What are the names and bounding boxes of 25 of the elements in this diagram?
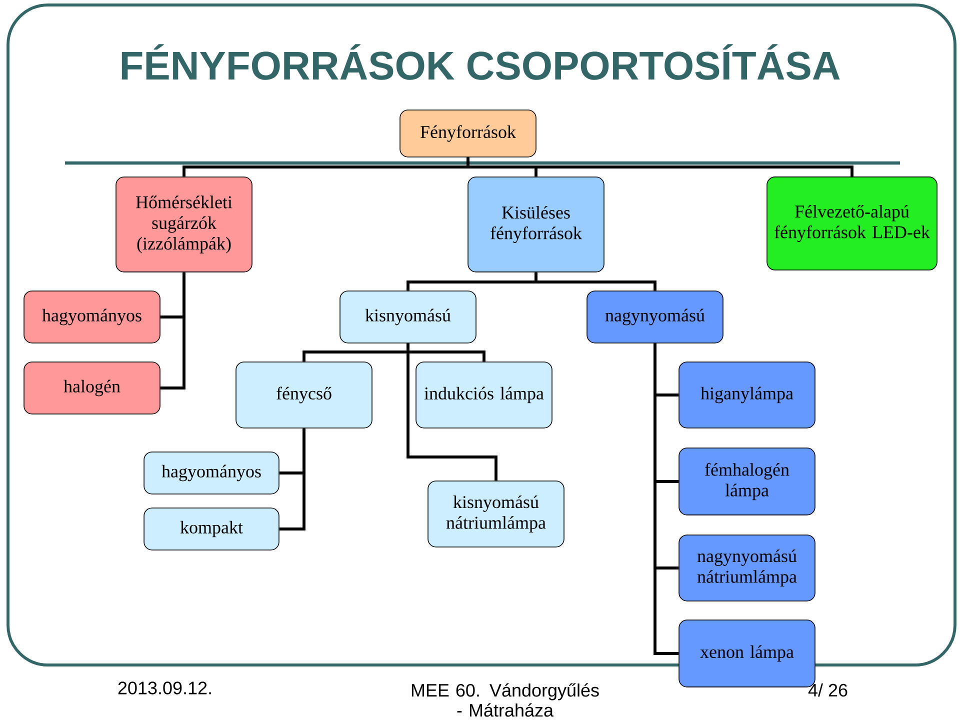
- category-box: higanylámpa: [678, 362, 816, 428]
- category-box: fémhalogén lámpa: [678, 448, 816, 516]
- category-box: fénycső: [236, 362, 372, 428]
- connector-line: [406, 343, 498, 481]
- connector-line: [160, 272, 186, 390]
- category-box: kisnyomású nátriumlámpa: [428, 480, 564, 548]
- category-box: Hőmérsékleti sugárzók (izzólámpák): [116, 176, 252, 272]
- category-box: nagynyomású nátriumlámpa: [678, 534, 816, 602]
- category-box: kisnyomású: [340, 290, 476, 344]
- slide-title: FÉNYFORRÁSOK CSOPORTOSÍTÁSA: [122, 44, 840, 80]
- connector-line: [279, 428, 306, 530]
- connector-line: [534, 272, 656, 291]
- category-box: Kisüléses fényforrások: [468, 176, 604, 272]
- connector-line: [466, 157, 854, 177]
- connector-line: [654, 343, 679, 655]
- category-box: halogén: [24, 362, 160, 414]
- category-box: hagyományos: [24, 290, 160, 344]
- category-box: hagyományos: [144, 452, 280, 494]
- category-box: Félvezető-alapú fényforrások LED-ek: [766, 176, 938, 270]
- category-box: kompakt: [144, 508, 280, 550]
- category-box: nagynyomású: [586, 290, 724, 344]
- category-box: Fényforrások: [400, 110, 536, 158]
- category-box: indukciós lámpa: [416, 362, 552, 428]
- footer-text: 2013.09.12.: [118, 682, 211, 694]
- footer-text: MEE 60. Vándorgyűlés - Mátraháza: [412, 683, 599, 717]
